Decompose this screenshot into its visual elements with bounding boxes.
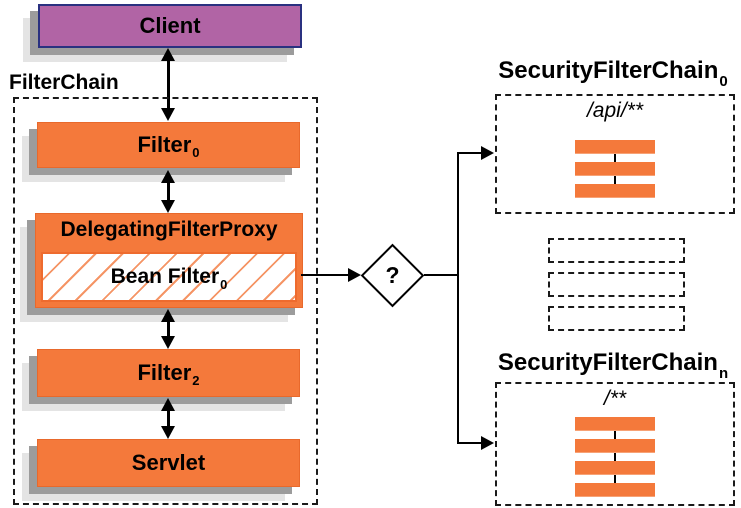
servlet-box: Servlet (37, 439, 300, 487)
filter2-subscript: 2 (192, 372, 200, 388)
filter0-label: Filter (137, 132, 192, 157)
bar (575, 439, 655, 453)
arrowhead-down-icon (161, 200, 175, 213)
security-filter-chain-0-filters (575, 140, 655, 198)
arrowhead-down-icon (161, 426, 175, 439)
arrowhead-up-icon (161, 309, 175, 322)
bar (575, 461, 655, 475)
bar (575, 184, 655, 198)
arrowhead-right-icon (348, 268, 361, 282)
filterchain-label: FilterChain (9, 71, 119, 94)
bean-filter-label: Bean Filter (110, 265, 220, 288)
arrow-proxy-filter2-icon (160, 309, 177, 349)
arrow-client-filter0-icon (160, 48, 177, 121)
client-label: Client (139, 13, 201, 38)
connector-to-bottom-chain (457, 442, 482, 444)
arrow-shaft (167, 58, 170, 111)
connector-trunk-vertical (457, 152, 459, 444)
arrow-shaft (167, 319, 170, 339)
connector-to-top-chain (457, 152, 482, 154)
filter2-label: Filter (137, 360, 192, 385)
arrow-shaft (167, 408, 170, 429)
security-filter-chain-n-pattern: /** (603, 387, 627, 410)
security-filter-chain-0-box: /api/** (495, 94, 735, 214)
bean-filter-subscript: 0 (220, 276, 228, 292)
security-filter-chain-0-title: SecurityFilterChain0 (488, 57, 738, 90)
connector-bean-to-diamond (301, 274, 349, 276)
bar (575, 162, 655, 176)
arrow-filter0-proxy-icon (160, 170, 177, 213)
security-filter-chain-0-subscript: 0 (719, 73, 728, 90)
filter0-subscript: 0 (192, 144, 200, 160)
arrow-filter2-servlet-icon (160, 398, 177, 439)
arrowhead-down-icon (161, 336, 175, 349)
servlet-label: Servlet (131, 450, 206, 475)
connector-diamond-to-trunk (424, 274, 458, 276)
security-filter-chain-0-title-text: SecurityFilterChain (498, 57, 719, 84)
arrow-shaft (167, 180, 170, 203)
placeholder-box (548, 238, 685, 263)
arrowhead-up-icon (161, 398, 175, 411)
bar (575, 140, 655, 154)
filterchain-container (13, 97, 318, 505)
arrowhead-down-icon (161, 108, 175, 121)
decision-question-mark: ? (385, 261, 400, 288)
security-filter-chain-n-box: /** (495, 382, 735, 506)
security-filter-chain-n-subscript: n (718, 365, 729, 382)
security-filter-chain-n-title: SecurityFilterChainn (488, 349, 738, 382)
client-box: Client (38, 4, 302, 48)
arrowhead-up-icon (161, 170, 175, 183)
bar (575, 483, 655, 497)
arrowhead-right-icon (481, 146, 494, 160)
delegating-filter-proxy-label: DelegatingFilterProxy (60, 218, 278, 241)
placeholder-box (548, 306, 685, 331)
arrowhead-right-icon (481, 436, 494, 450)
arrowhead-up-icon (161, 48, 175, 61)
collapsed-chains-list (548, 238, 685, 331)
bar (575, 417, 655, 431)
security-filter-chain-0-pattern: /api/** (586, 99, 644, 122)
security-filter-chain-n-filters (575, 417, 655, 497)
placeholder-box (548, 272, 685, 297)
security-filter-chain-n-title-text: SecurityFilterChain (497, 349, 718, 376)
